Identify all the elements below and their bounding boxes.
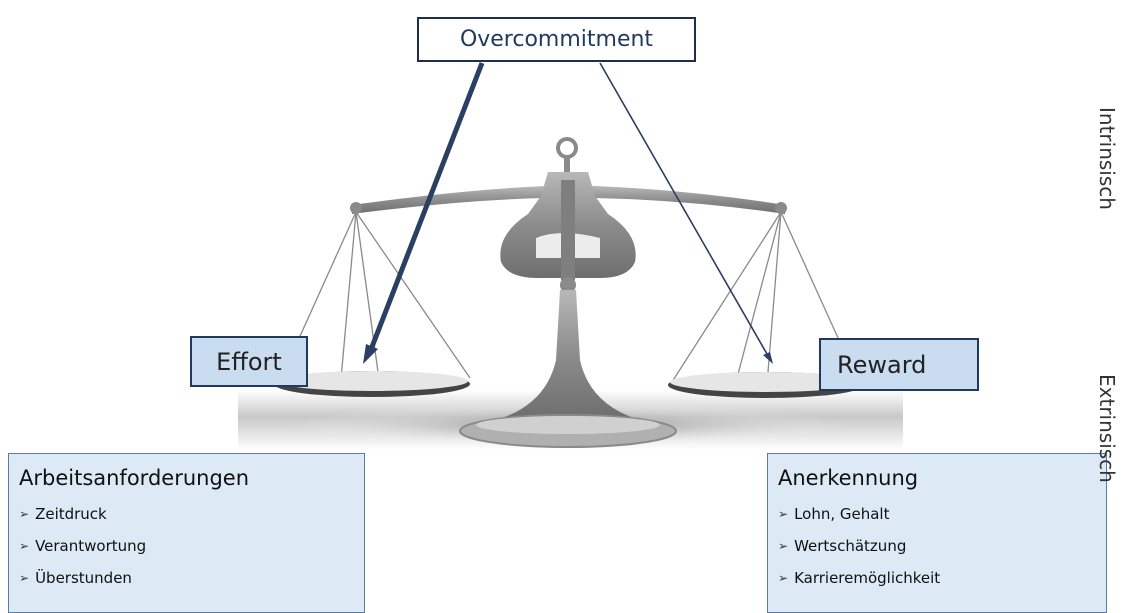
list-item: ➢ Lohn, Gehalt <box>778 498 1106 530</box>
effort-factors-panel: Arbeitsanforderungen ➢ Zeitdruck ➢ Verantw… <box>8 453 365 613</box>
extrinsic-label: Extrinsisch <box>1095 374 1119 483</box>
list-item-label: Verantwortung <box>35 537 147 555</box>
effort-factors-list: ➢ Zeitdruck ➢ Verantwortung ➢ Überstunden <box>19 498 364 594</box>
scale-knob <box>560 277 576 293</box>
reward-box: Reward <box>819 338 979 391</box>
arrow-to-effort-head <box>363 344 378 364</box>
arrow-bullet-icon: ➢ <box>778 507 789 521</box>
effort-box: Effort <box>190 336 308 387</box>
list-item: ➢ Verantwortung <box>19 530 364 562</box>
list-item-label: Wertschätzung <box>794 537 907 555</box>
effort-factors-title: Arbeitsanforderungen <box>19 466 250 490</box>
arrow-bullet-icon: ➢ <box>19 507 30 521</box>
overcommitment-box: Overcommitment <box>417 17 696 62</box>
reward-factors-title: Anerkennung <box>778 466 919 490</box>
scale-beam <box>352 186 785 214</box>
intrinsic-label: Intrinsisch <box>1095 107 1119 210</box>
arrow-bullet-icon: ➢ <box>19 571 30 585</box>
list-item: ➢ Zeitdruck <box>19 498 364 530</box>
scale-ring <box>556 137 578 159</box>
list-item: ➢ Überstunden <box>19 562 364 594</box>
reward-factors-panel: Anerkennung ➢ Lohn, Gehalt ➢ Wertschätzung… <box>767 453 1107 613</box>
arrow-to-reward-head <box>763 352 773 364</box>
list-item: ➢ Wertschätzung <box>778 530 1106 562</box>
arrow-to-effort <box>367 62 485 353</box>
beam-end-right <box>775 202 787 214</box>
scale-column <box>496 290 640 420</box>
arrow-bullet-icon: ➢ <box>778 539 789 553</box>
left-pan-surface <box>276 371 468 391</box>
scale-spine <box>561 180 575 280</box>
list-item-label: Karrieremöglichkeit <box>794 569 941 587</box>
list-item-label: Überstunden <box>35 569 132 587</box>
list-item: ➢ Karrieremöglichkeit <box>778 562 1106 594</box>
reward-factors-list: ➢ Lohn, Gehalt ➢ Wertschätzung ➢ Karrieremö… <box>778 498 1106 594</box>
arrow-to-reward <box>599 62 768 355</box>
arrow-bullet-icon: ➢ <box>778 571 789 585</box>
scale-base-top <box>476 416 660 434</box>
scale-ring-stem <box>564 157 570 173</box>
right-pan-surface <box>670 372 862 392</box>
list-item-label: Zeitdruck <box>35 505 107 523</box>
beam-end-left <box>350 202 362 214</box>
arrow-bullet-icon: ➢ <box>19 539 30 553</box>
list-item-label: Lohn, Gehalt <box>794 505 890 523</box>
